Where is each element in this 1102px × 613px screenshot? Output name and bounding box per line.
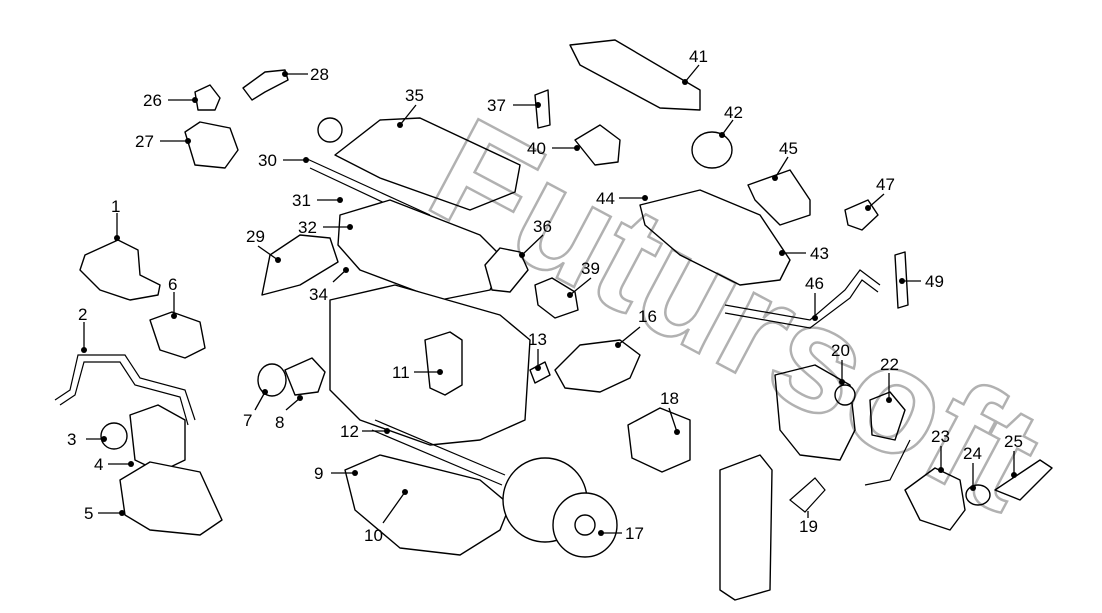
callout-37: 37 bbox=[487, 96, 506, 115]
callout-26: 26 bbox=[143, 91, 162, 110]
callout-3: 3 bbox=[67, 430, 76, 449]
part-valve-cover bbox=[334, 117, 521, 211]
part-housing bbox=[484, 247, 529, 293]
callout-44: 44 bbox=[596, 189, 615, 208]
callout-35: 35 bbox=[405, 86, 424, 105]
part-elbow bbox=[869, 391, 906, 441]
callout-leaders bbox=[81, 64, 1017, 536]
callout-10: 10 bbox=[364, 526, 383, 545]
callout-24: 24 bbox=[963, 444, 982, 463]
callout-40: 40 bbox=[527, 139, 546, 158]
part-cylinder-head bbox=[337, 199, 506, 301]
part-valve bbox=[534, 89, 551, 129]
callout-13: 13 bbox=[528, 330, 547, 349]
part-throttle bbox=[534, 277, 579, 319]
callout-19: 19 bbox=[799, 517, 818, 536]
callout-11: 11 bbox=[392, 363, 410, 382]
callout-8: 8 bbox=[275, 413, 284, 432]
part-oil-filter bbox=[424, 331, 463, 396]
callout-20: 20 bbox=[831, 341, 850, 360]
part-module bbox=[574, 124, 621, 166]
callout-41: 41 bbox=[689, 47, 708, 66]
part-sensor bbox=[194, 84, 221, 111]
part-tee-pipe bbox=[747, 169, 811, 226]
callout-45: 45 bbox=[779, 139, 798, 158]
part-starter bbox=[627, 407, 691, 473]
callout-7: 7 bbox=[243, 411, 252, 430]
part-thermostat bbox=[257, 363, 287, 397]
part-fitting bbox=[844, 199, 879, 231]
part-vacuum-pump bbox=[129, 404, 186, 473]
part-camshaft bbox=[304, 157, 431, 216]
callout-17: 17 bbox=[625, 524, 644, 543]
part-return-pipe bbox=[724, 269, 881, 321]
callout-42: 42 bbox=[724, 103, 743, 122]
callout-labels: 1 2 3 4 5 6 7 8 9 10 11 12 13 16 17 18 1… bbox=[67, 47, 1023, 545]
callout-2: 2 bbox=[78, 305, 87, 324]
part-hose bbox=[789, 477, 826, 513]
part-pressure-regulator bbox=[691, 131, 733, 169]
part-bracket bbox=[149, 311, 206, 359]
callout-23: 23 bbox=[931, 427, 950, 446]
part-water-outlet bbox=[284, 357, 326, 396]
callout-46: 46 bbox=[805, 274, 824, 293]
callout-4: 4 bbox=[94, 455, 103, 474]
part-intercooler bbox=[719, 454, 773, 601]
callout-28: 28 bbox=[310, 65, 329, 84]
part-coolant-pipe bbox=[54, 354, 196, 421]
part-turbocharger bbox=[774, 364, 856, 461]
callout-36: 36 bbox=[533, 217, 552, 236]
part-oil-pump bbox=[79, 239, 161, 301]
callout-34: 34 bbox=[309, 285, 328, 304]
part-pulley bbox=[100, 422, 128, 450]
part-egr-unit bbox=[554, 339, 641, 393]
callout-22: 22 bbox=[880, 355, 899, 374]
callout-47: 47 bbox=[876, 175, 895, 194]
callout-27: 27 bbox=[135, 132, 154, 151]
part-crankshaft bbox=[374, 419, 506, 476]
callout-1: 1 bbox=[111, 197, 120, 216]
callout-43: 43 bbox=[810, 244, 829, 263]
part-shapes bbox=[54, 39, 1053, 601]
part-link bbox=[242, 69, 289, 101]
callout-18: 18 bbox=[660, 389, 679, 408]
callout-29: 29 bbox=[246, 227, 265, 246]
part-exhaust-manifold bbox=[639, 189, 791, 286]
callout-6: 6 bbox=[168, 275, 177, 294]
callout-12: 12 bbox=[340, 422, 359, 441]
part-mount bbox=[904, 467, 966, 531]
callout-16: 16 bbox=[638, 307, 657, 326]
callout-25: 25 bbox=[1004, 432, 1023, 451]
part-timing-cover bbox=[119, 461, 223, 536]
callout-49: 49 bbox=[925, 272, 944, 291]
part-oil-pan bbox=[344, 454, 511, 556]
part-temp-sensor bbox=[529, 361, 551, 384]
callout-31: 31 bbox=[292, 191, 311, 210]
part-sensor-cable bbox=[864, 439, 911, 486]
callout-5: 5 bbox=[84, 504, 93, 523]
callout-32: 32 bbox=[298, 218, 317, 237]
part-fuel-rail bbox=[569, 39, 701, 111]
part-fork bbox=[994, 459, 1053, 501]
callout-30: 30 bbox=[258, 151, 277, 170]
part-actuator bbox=[184, 121, 239, 169]
callout-39: 39 bbox=[581, 259, 600, 278]
part-cam-gear bbox=[317, 117, 343, 143]
callout-9: 9 bbox=[314, 464, 323, 483]
